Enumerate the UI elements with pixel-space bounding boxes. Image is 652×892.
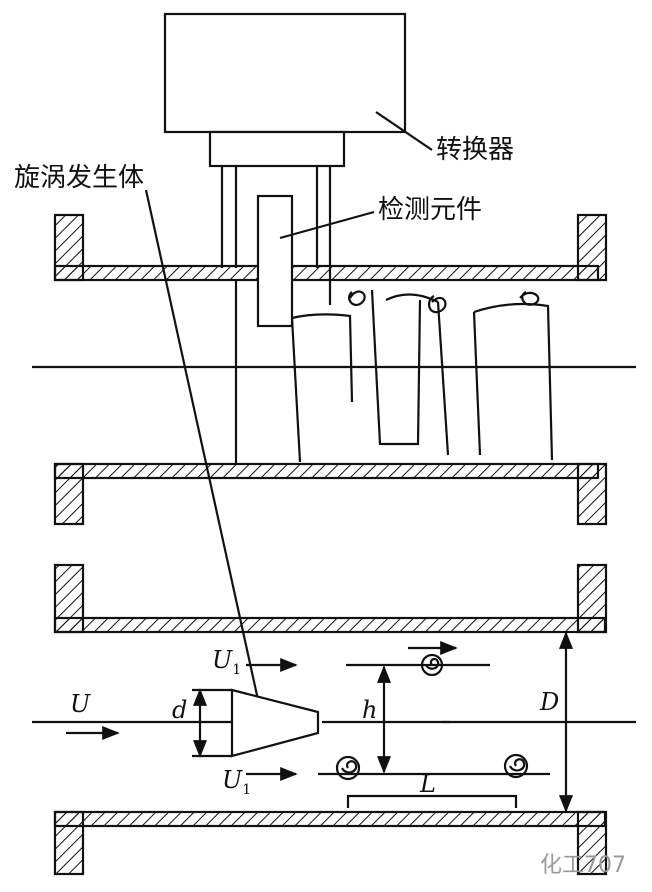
vortex-generator-label: 旋涡发生体 — [14, 163, 144, 193]
lower-pipe-top-wall — [53, 616, 607, 634]
lower-left-flange — [53, 563, 85, 876]
watermark: 化工707 — [540, 853, 626, 878]
upper-left-flange — [53, 213, 85, 526]
converter-housing — [163, 12, 407, 168]
upper-velocity-label: U1 — [212, 646, 241, 678]
converter-label: 转换器 — [436, 135, 514, 165]
upper-pipe-bottom-wall — [53, 462, 600, 480]
sensor-leader — [279, 210, 375, 240]
shed-vortex-sheets — [290, 289, 554, 463]
flow-velocity-label: U — [70, 690, 91, 718]
D-label: D — [539, 688, 559, 716]
bluff-body — [230, 688, 320, 758]
lower-right-flange — [576, 563, 608, 876]
upper-right-flange — [576, 213, 608, 526]
support-rods — [220, 166, 332, 305]
sensor-label: 检测元件 — [378, 195, 482, 225]
h-label: h — [362, 696, 377, 724]
upper-pipe-top-wall — [53, 264, 600, 282]
lower-pipe-bottom-wall — [53, 810, 607, 828]
L-label: L — [419, 770, 436, 798]
L-dimension — [346, 794, 518, 808]
lower-velocity-label: U1 — [222, 766, 251, 798]
upper-vortex — [420, 653, 444, 677]
sensor-element — [234, 194, 294, 464]
converter-leader — [375, 111, 433, 151]
lower-vortex-right — [503, 753, 529, 779]
lower-vortex-left — [335, 755, 361, 781]
d-label: d — [172, 696, 187, 724]
